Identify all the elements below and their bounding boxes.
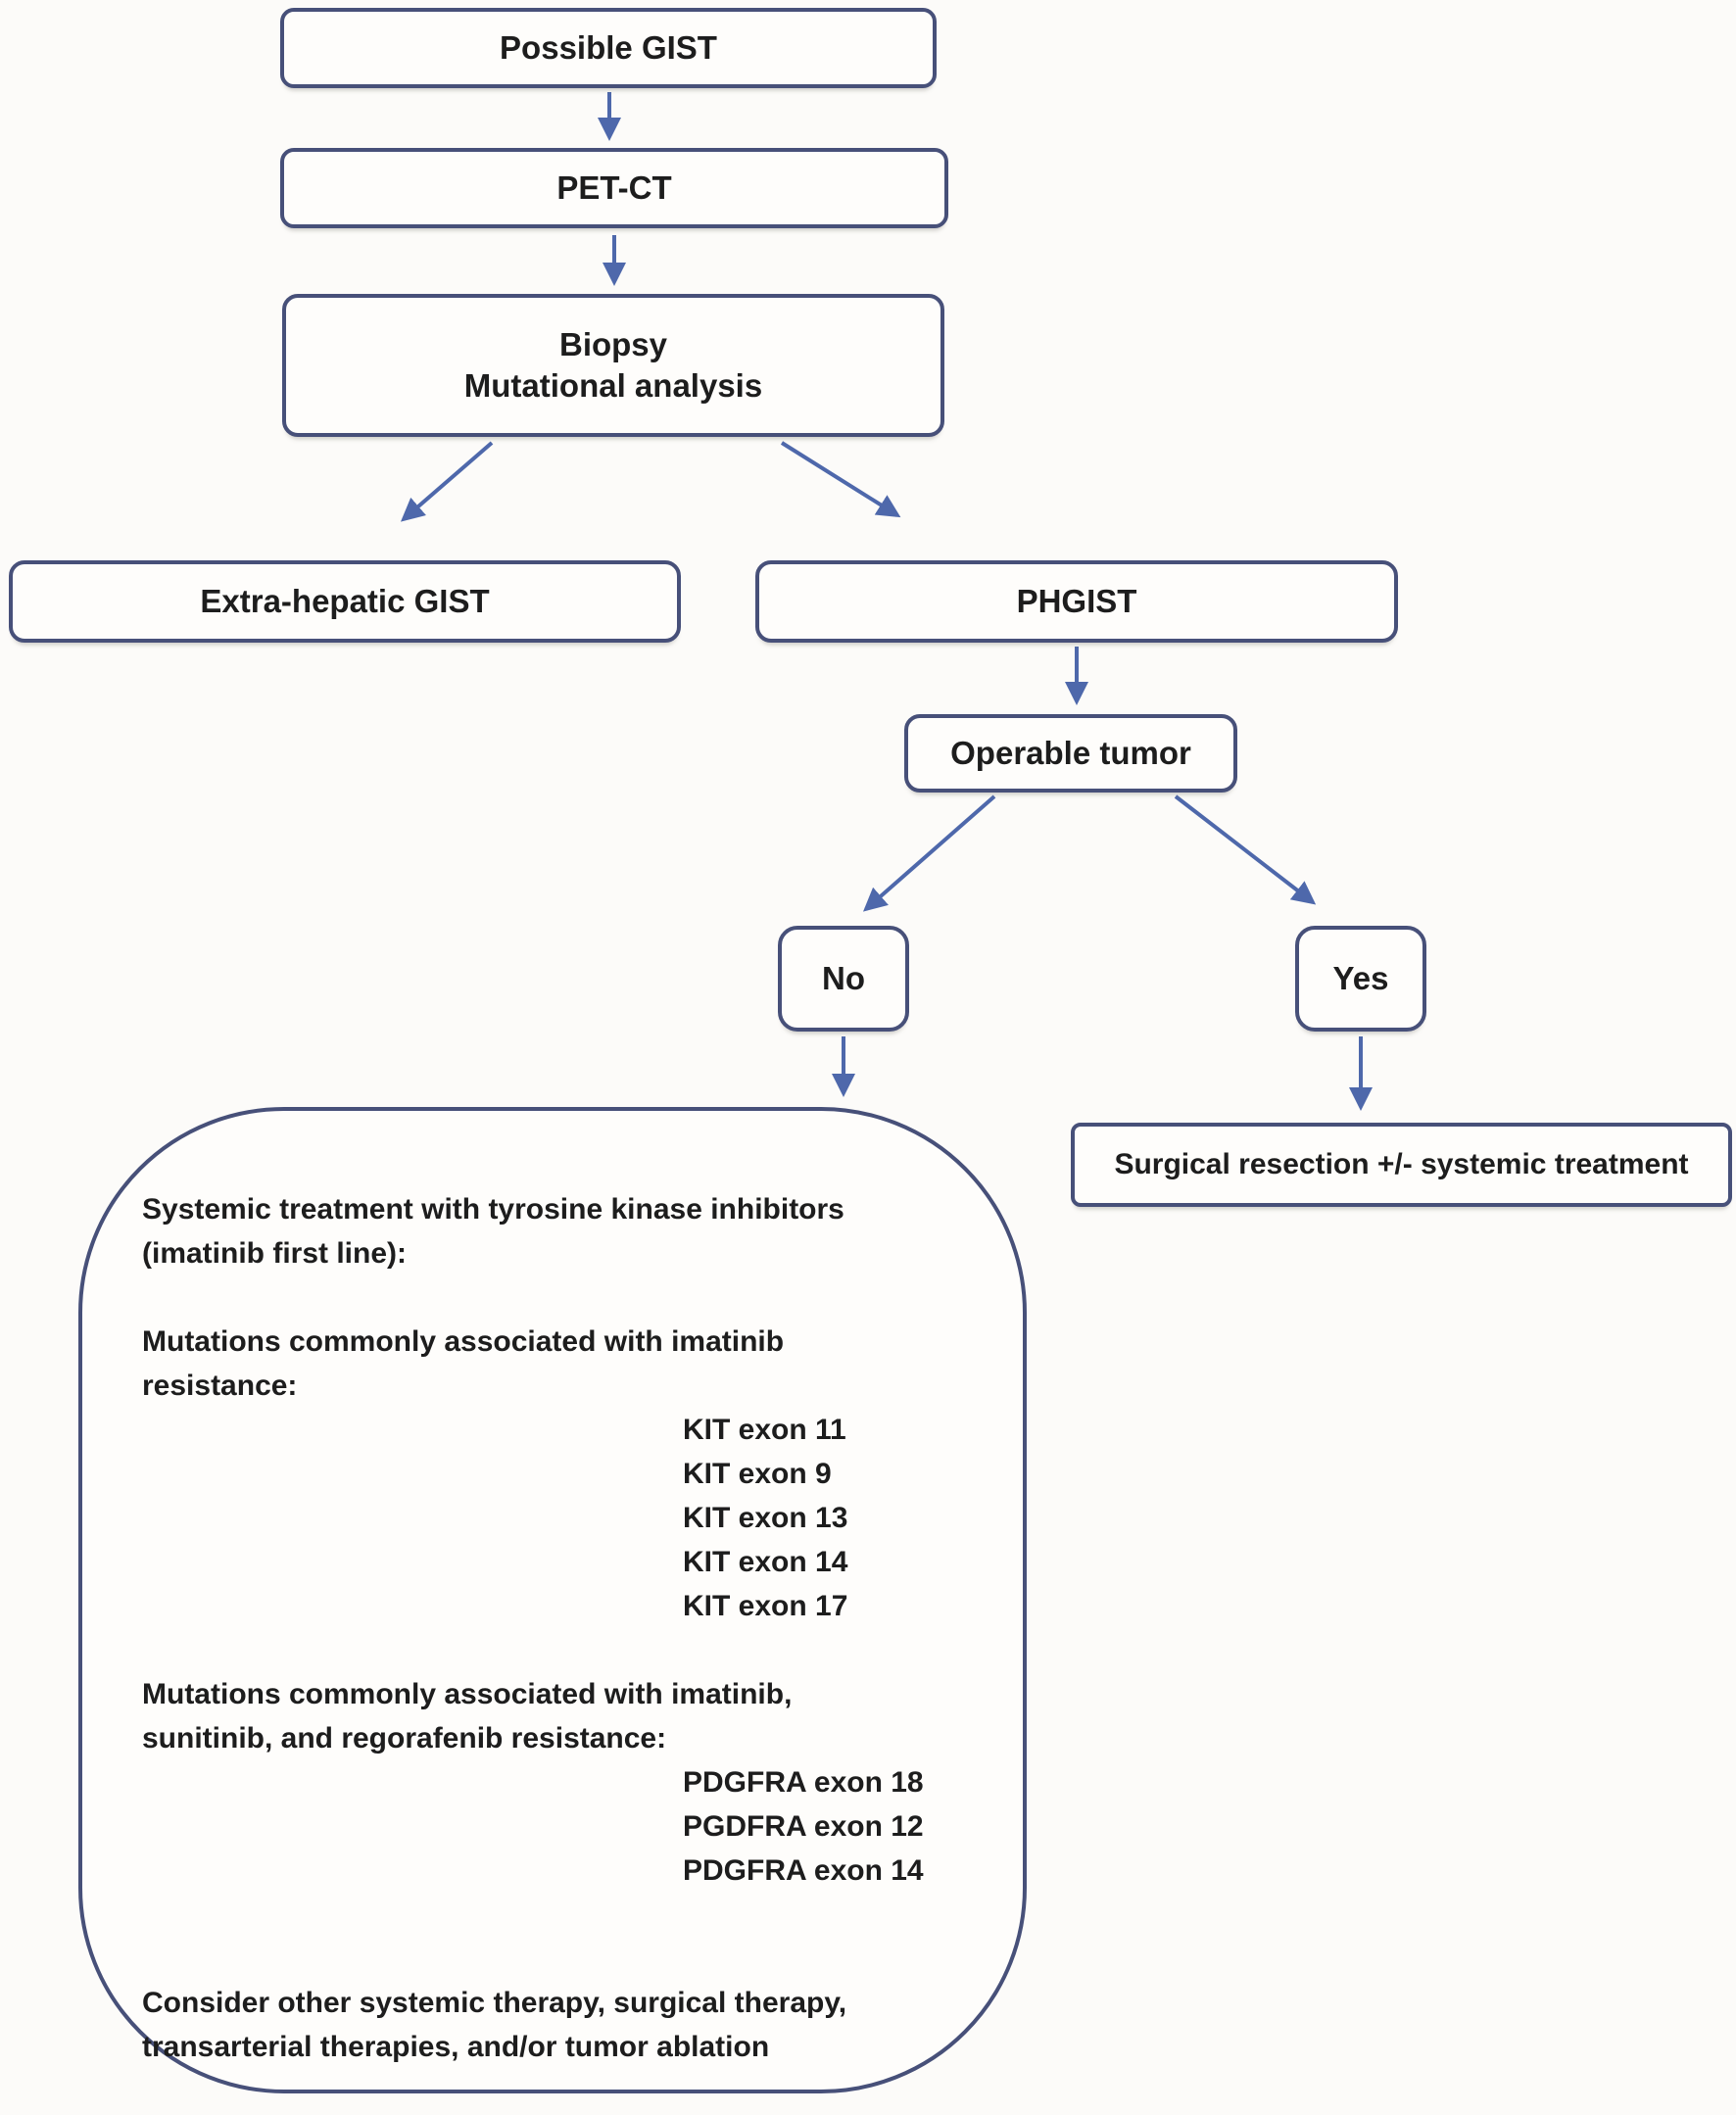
consider-note-line1: Consider other systemic therapy, surgica… [142, 1987, 847, 2019]
node-label-line1: Biopsy [558, 326, 668, 362]
node-label: Surgical resection +/- systemic treatmen… [1114, 1148, 1689, 1180]
spacer [142, 1275, 984, 1320]
systemic-intro-line2: (imatinib first line): [142, 1237, 407, 1270]
imatinib-resistance-header: Mutations commonly associated with imati… [142, 1320, 984, 1408]
pdgfra-mutation-list: PDGFRA exon 18 PGDFRA exon 12 PDGFRA exo… [683, 1760, 984, 1893]
imatinib-resistance-header-line1: Mutations commonly associated with imati… [142, 1325, 785, 1358]
list-item: KIT exon 14 [683, 1546, 848, 1578]
imatinib-resistance-header-line2: resistance: [142, 1370, 298, 1402]
node-surgical-resection: Surgical resection +/- systemic treatmen… [1071, 1123, 1732, 1207]
systemic-intro: Systemic treatment with tyrosine kinase … [142, 1187, 984, 1275]
list-item: KIT exon 13 [683, 1502, 848, 1534]
consider-other-therapy-note: Consider other systemic therapy, surgica… [142, 1981, 984, 2069]
node-label: PET-CT [556, 169, 672, 206]
spacer [142, 1893, 984, 1981]
node-extra-hepatic-gist: Extra-hepatic GIST [9, 560, 681, 643]
consider-note-line2: transarterial therapies, and/or tumor ab… [142, 2031, 770, 2063]
node-label: Possible GIST [500, 29, 717, 66]
multi-resistance-header-line1: Mutations commonly associated with imati… [142, 1678, 793, 1710]
node-possible-gist: Possible GIST [280, 8, 937, 88]
arrow-operable-to-no [862, 794, 996, 912]
list-item: KIT exon 11 [683, 1414, 846, 1446]
node-no: No [778, 926, 909, 1032]
multi-resistance-header: Mutations commonly associated with imati… [142, 1672, 984, 1760]
node-yes: Yes [1295, 926, 1426, 1032]
node-phgist: PHGIST [755, 560, 1398, 643]
node-label: Extra-hepatic GIST [200, 583, 490, 619]
node-label: Yes [1332, 960, 1389, 996]
kit-mutation-list: KIT exon 11 KIT exon 9 KIT exon 13 KIT e… [683, 1408, 984, 1628]
list-item: PGDFRA exon 12 [683, 1810, 924, 1843]
arrow-biopsy-to-extra-hepatic [400, 441, 494, 522]
node-label: Operable tumor [950, 735, 1191, 771]
systemic-treatment-content: Systemic treatment with tyrosine kinase … [82, 1111, 1023, 2090]
list-item: PDGFRA exon 14 [683, 1854, 924, 1887]
list-item: PDGFRA exon 18 [683, 1766, 924, 1799]
list-item: KIT exon 17 [683, 1590, 848, 1622]
list-item: KIT exon 9 [683, 1458, 832, 1490]
node-pet-ct: PET-CT [280, 148, 948, 228]
systemic-intro-line1: Systemic treatment with tyrosine kinase … [142, 1193, 844, 1226]
multi-resistance-header-line2: sunitinib, and regorafenib resistance: [142, 1722, 667, 1754]
node-systemic-treatment: Systemic treatment with tyrosine kinase … [78, 1107, 1027, 2093]
arrow-biopsy-to-phgist [780, 441, 901, 518]
arrow-operable-to-yes [1174, 794, 1317, 905]
node-label: PHGIST [1016, 583, 1137, 619]
node-label: No [822, 960, 865, 996]
node-operable-tumor: Operable tumor [904, 714, 1237, 793]
node-label-line2: Mutational analysis [463, 367, 763, 404]
node-biopsy: Biopsy Mutational analysis [282, 294, 944, 437]
spacer [142, 1628, 984, 1672]
